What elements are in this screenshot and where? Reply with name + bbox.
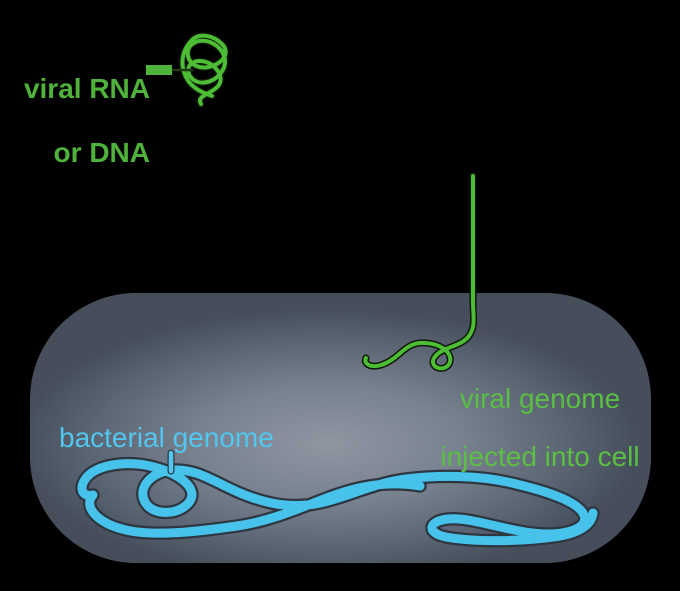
viral-source-label: viral RNA or DNA: [18, 41, 150, 169]
viral-source-label-line2: or DNA: [53, 137, 150, 168]
injection-label: viral genome injected into cell: [428, 355, 652, 471]
bacterial-genome-strand: [77, 459, 598, 546]
viral-source-label-line1: viral RNA: [23, 73, 150, 104]
bacterial-genome-label: bacterial genome: [59, 422, 274, 453]
injection-label-line1: viral genome: [459, 383, 621, 414]
viral-genome-tangle: [180, 33, 228, 106]
injected-viral-strand: [363, 174, 476, 371]
injection-label-line2: injected into cell: [440, 441, 640, 472]
